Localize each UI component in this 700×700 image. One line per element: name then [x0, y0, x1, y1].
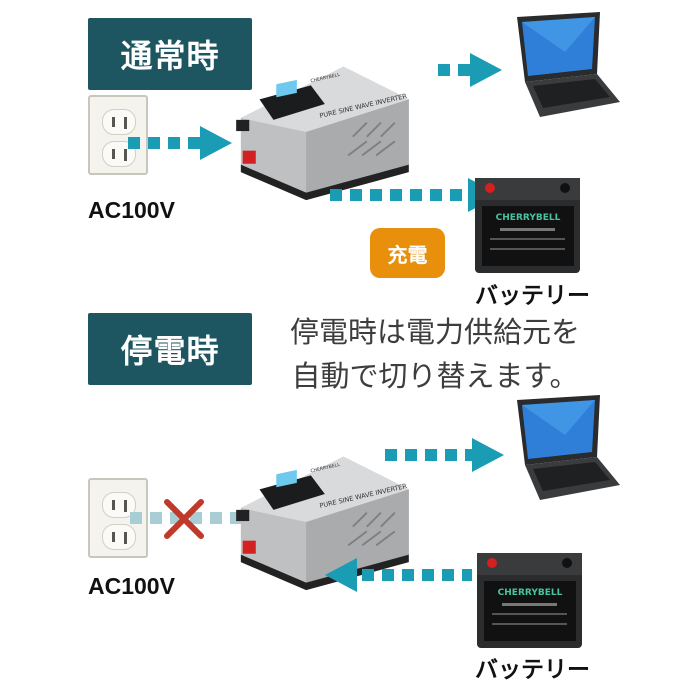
arrow-inverter-to-battery: [330, 189, 470, 201]
battery-label: バッテリー: [475, 656, 590, 682]
outage-mode-label: 停電時: [88, 313, 252, 385]
arrow-head-icon: [470, 53, 502, 87]
wall-outlet-icon: [88, 478, 148, 558]
arrow-head-icon: [472, 438, 504, 472]
battery-brand: CHERRYBELL: [498, 588, 563, 598]
wall-outlet-icon: [88, 95, 148, 175]
arrow-battery-to-inverter: [362, 569, 472, 581]
inverter-image: PURE SINE WAVE INVERTER CHERRYBELL: [235, 65, 410, 202]
description-line: 停電時は電力供給元を: [289, 315, 580, 349]
battery-image: CHERRYBELL: [477, 553, 582, 648]
arrow-head-icon: [200, 126, 232, 160]
laptop-image: [517, 395, 620, 500]
arrow-inverter-to-laptop: [438, 64, 478, 76]
description-line: 自動で切り替えます。: [291, 359, 579, 393]
ac-label: AC100V: [88, 197, 175, 223]
arrow-head-icon: [325, 558, 357, 592]
battery-label: バッテリー: [475, 282, 590, 308]
battery-brand: CHERRYBELL: [496, 213, 561, 223]
battery-image: CHERRYBELL: [475, 178, 580, 273]
outage-description: 停電時は電力供給元を 自動で切り替えます。: [270, 310, 600, 398]
laptop-image: [517, 12, 620, 117]
inverter-image: PURE SINE WAVE INVERTER CHERRYBELL: [235, 455, 410, 592]
cross-icon: [164, 499, 204, 539]
arrow-outlet-to-inverter: [128, 137, 208, 149]
arrow-inverter-to-laptop: [385, 449, 475, 461]
ac-label: AC100V: [88, 573, 175, 599]
charge-badge: 充電: [370, 228, 445, 278]
normal-mode-label: 通常時: [88, 18, 252, 90]
